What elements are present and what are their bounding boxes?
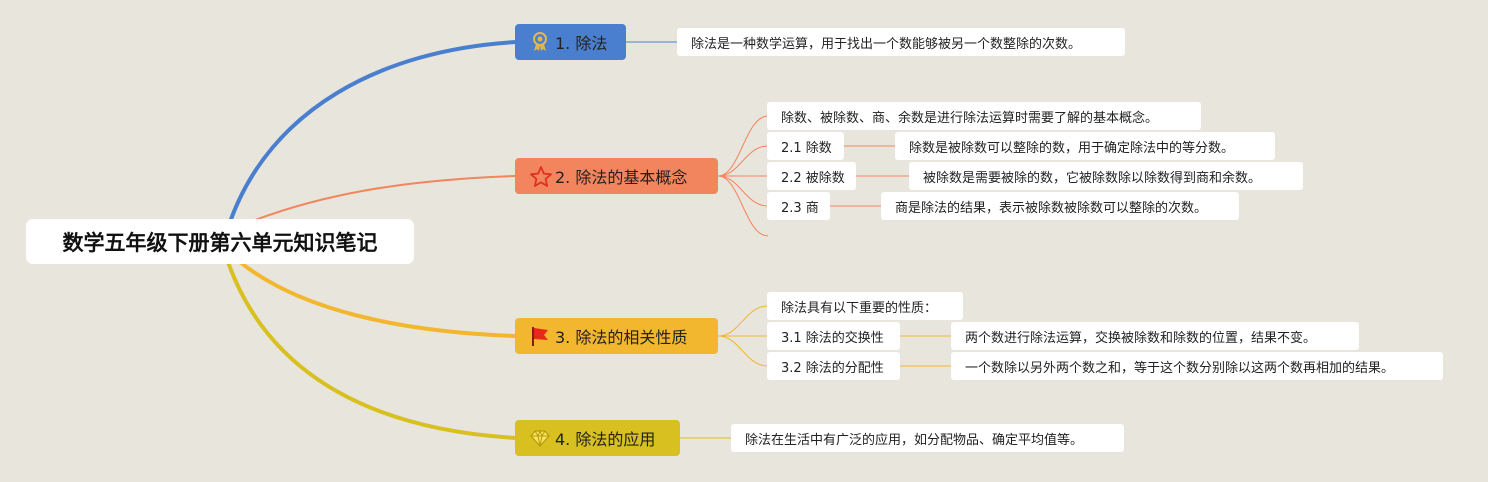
branch-2-fan xyxy=(717,115,909,237)
award-medal-icon xyxy=(529,31,551,53)
red-flag-icon xyxy=(529,325,551,347)
branch-4-label: 4. 除法的应用 xyxy=(555,430,656,449)
branch-2-label: 2. 除法的基本概念 xyxy=(555,168,688,187)
subtopic-2-3[interactable]: 2.3 商 xyxy=(767,192,830,220)
subtopic-3-1-note[interactable]: 两个数进行除法运算，交换被除数和除数的位置，结果不变。 xyxy=(951,322,1359,350)
link-root-branch-1 xyxy=(228,40,517,223)
subtopic-2-2[interactable]: 2.2 被除数 xyxy=(767,162,856,190)
subtopic-3-1[interactable]: 3.1 除法的交换性 xyxy=(767,322,900,350)
link-root-branch-3 xyxy=(238,260,517,338)
subtopic-3-2-note[interactable]: 一个数除以另外两个数之和，等于这个数分别除以这两个数再相加的结果。 xyxy=(951,352,1443,380)
branch-1-label: 1. 除法 xyxy=(555,34,608,53)
link-root-branch-4 xyxy=(226,261,517,440)
branch-3-topic[interactable]: 3. 除法的相关性质 xyxy=(515,318,718,354)
branch-3-intro[interactable]: 除法具有以下重要的性质： xyxy=(767,292,963,320)
branch-3-label: 3. 除法的相关性质 xyxy=(555,328,688,347)
branch-2-topic[interactable]: 2. 除法的基本概念 xyxy=(515,158,718,194)
branch-4-note[interactable]: 除法在生活中有广泛的应用，如分配物品、确定平均值等。 xyxy=(731,424,1124,452)
branch-3-fan xyxy=(717,305,951,367)
link-root-branch-2 xyxy=(249,175,517,223)
branch-1-note[interactable]: 除法是一种数学运算，用于找出一个数能够被另一个数整除的次数。 xyxy=(677,28,1125,56)
subtopic-2-2-note[interactable]: 被除数是需要被除的数，它被除数除以除数得到商和余数。 xyxy=(909,162,1303,190)
diamond-icon xyxy=(529,427,551,449)
branch-4-topic[interactable]: 4. 除法的应用 xyxy=(515,420,680,456)
root-topic[interactable]: 数学五年级下册第六单元知识笔记 xyxy=(26,219,414,264)
branch-2-intro[interactable]: 除数、被除数、商、余数是进行除法运算时需要了解的基本概念。 xyxy=(767,102,1201,130)
subtopic-3-2[interactable]: 3.2 除法的分配性 xyxy=(767,352,900,380)
star-icon xyxy=(529,165,552,187)
subtopic-2-1-note[interactable]: 除数是被除数可以整除的数，用于确定除法中的等分数。 xyxy=(895,132,1275,160)
subtopic-2-1[interactable]: 2.1 除数 xyxy=(767,132,844,160)
branch-1-topic[interactable]: 1. 除法 xyxy=(515,24,626,60)
subtopic-2-3-note[interactable]: 商是除法的结果，表示被除数被除数可以整除的次数。 xyxy=(881,192,1239,220)
